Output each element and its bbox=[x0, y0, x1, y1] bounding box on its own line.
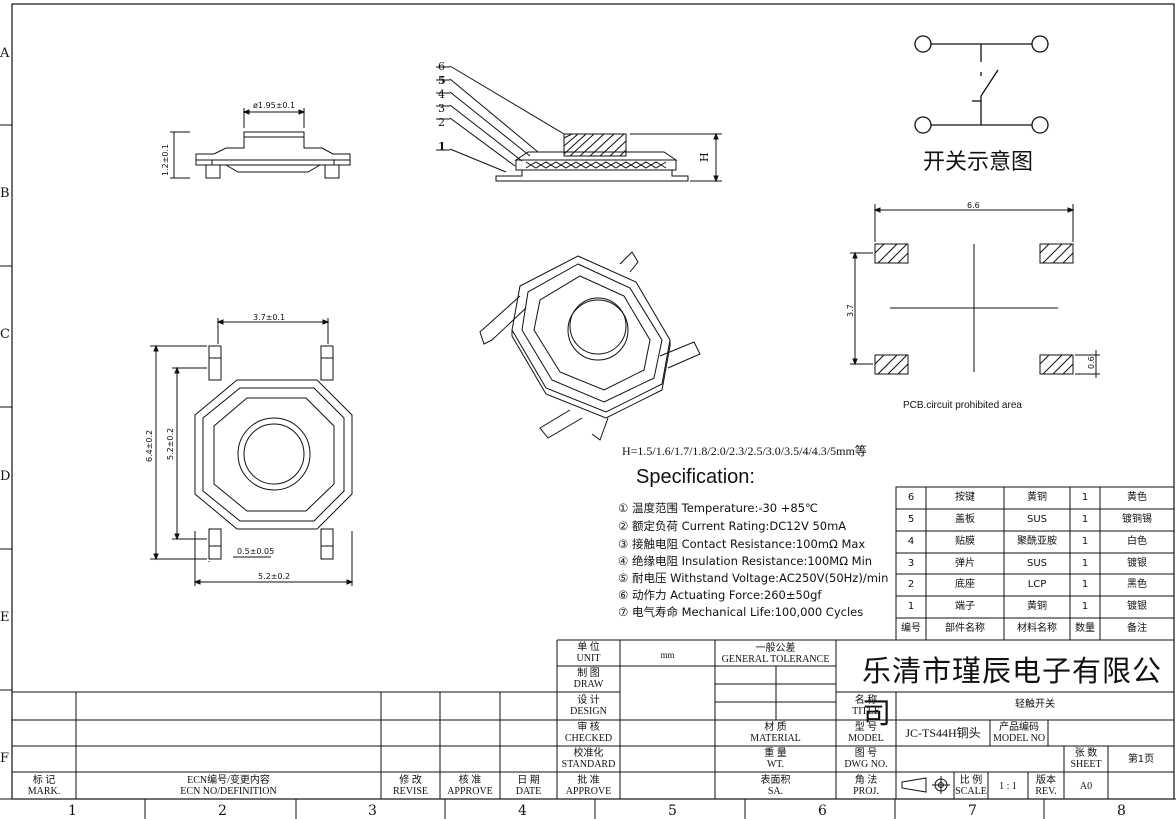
border-row-labels: A B C D E F bbox=[0, 46, 12, 766]
switch-schematic bbox=[914, 35, 1049, 134]
dim-button-diameter: ø1.95±0.1 bbox=[253, 101, 295, 110]
isometric-view-drawing bbox=[479, 251, 701, 441]
col-label-4: 4 bbox=[518, 803, 527, 819]
bom-table-grid bbox=[895, 486, 1175, 641]
row-label-b: B bbox=[0, 186, 10, 201]
dim-top-width: 3.7±0.1 bbox=[253, 313, 285, 322]
dim-outer-height: 6.4±0.2 bbox=[145, 430, 154, 462]
dim-height: 1.2±0.1 bbox=[161, 144, 170, 176]
dim-pad: 0.6 bbox=[1087, 356, 1096, 369]
col-label-1: 1 bbox=[68, 803, 77, 819]
row-label-d: D bbox=[0, 469, 10, 484]
border-col-labels: 1 2 3 4 5 6 7 8 bbox=[68, 799, 1126, 819]
layer-label-3: 3 bbox=[438, 102, 445, 115]
col-label-2: 2 bbox=[218, 803, 227, 819]
row-label-a: A bbox=[0, 46, 10, 61]
layer-label-6: 6 bbox=[438, 60, 445, 73]
col-label-5: 5 bbox=[668, 803, 677, 819]
top-view-drawing bbox=[150, 318, 354, 586]
col-label-8: 8 bbox=[1117, 803, 1126, 819]
row-label-e: E bbox=[0, 610, 10, 625]
dim-h-label: H bbox=[698, 152, 711, 162]
dim-inner-height: 5.2±0.2 bbox=[166, 428, 175, 460]
row-label-c: C bbox=[0, 327, 10, 342]
col-label-3: 3 bbox=[368, 803, 377, 819]
layer-label-4: 4 bbox=[438, 88, 445, 101]
dim-bottom-width: 5.2±0.2 bbox=[258, 572, 290, 581]
cross-section-drawing bbox=[436, 65, 722, 183]
dim-pcb-height: 3.7 bbox=[846, 304, 855, 317]
col-label-6: 6 bbox=[818, 803, 827, 819]
side-view-drawing bbox=[170, 108, 351, 179]
sheet-frame bbox=[11, 3, 1175, 800]
layer-label-1: 1 bbox=[438, 140, 446, 153]
pcb-layout-drawing bbox=[850, 204, 1100, 378]
title-block-grid bbox=[12, 639, 1174, 799]
layer-labels: 6 5 4 3 2 1 bbox=[438, 60, 446, 153]
dim-pcb-width: 6.6 bbox=[967, 201, 980, 210]
layer-label-5: 5 bbox=[438, 74, 446, 87]
layer-label-2: 2 bbox=[438, 116, 445, 129]
col-label-7: 7 bbox=[968, 803, 977, 819]
dim-lead-width: 0.5±0.05 bbox=[237, 547, 274, 556]
row-label-f: F bbox=[0, 751, 9, 766]
